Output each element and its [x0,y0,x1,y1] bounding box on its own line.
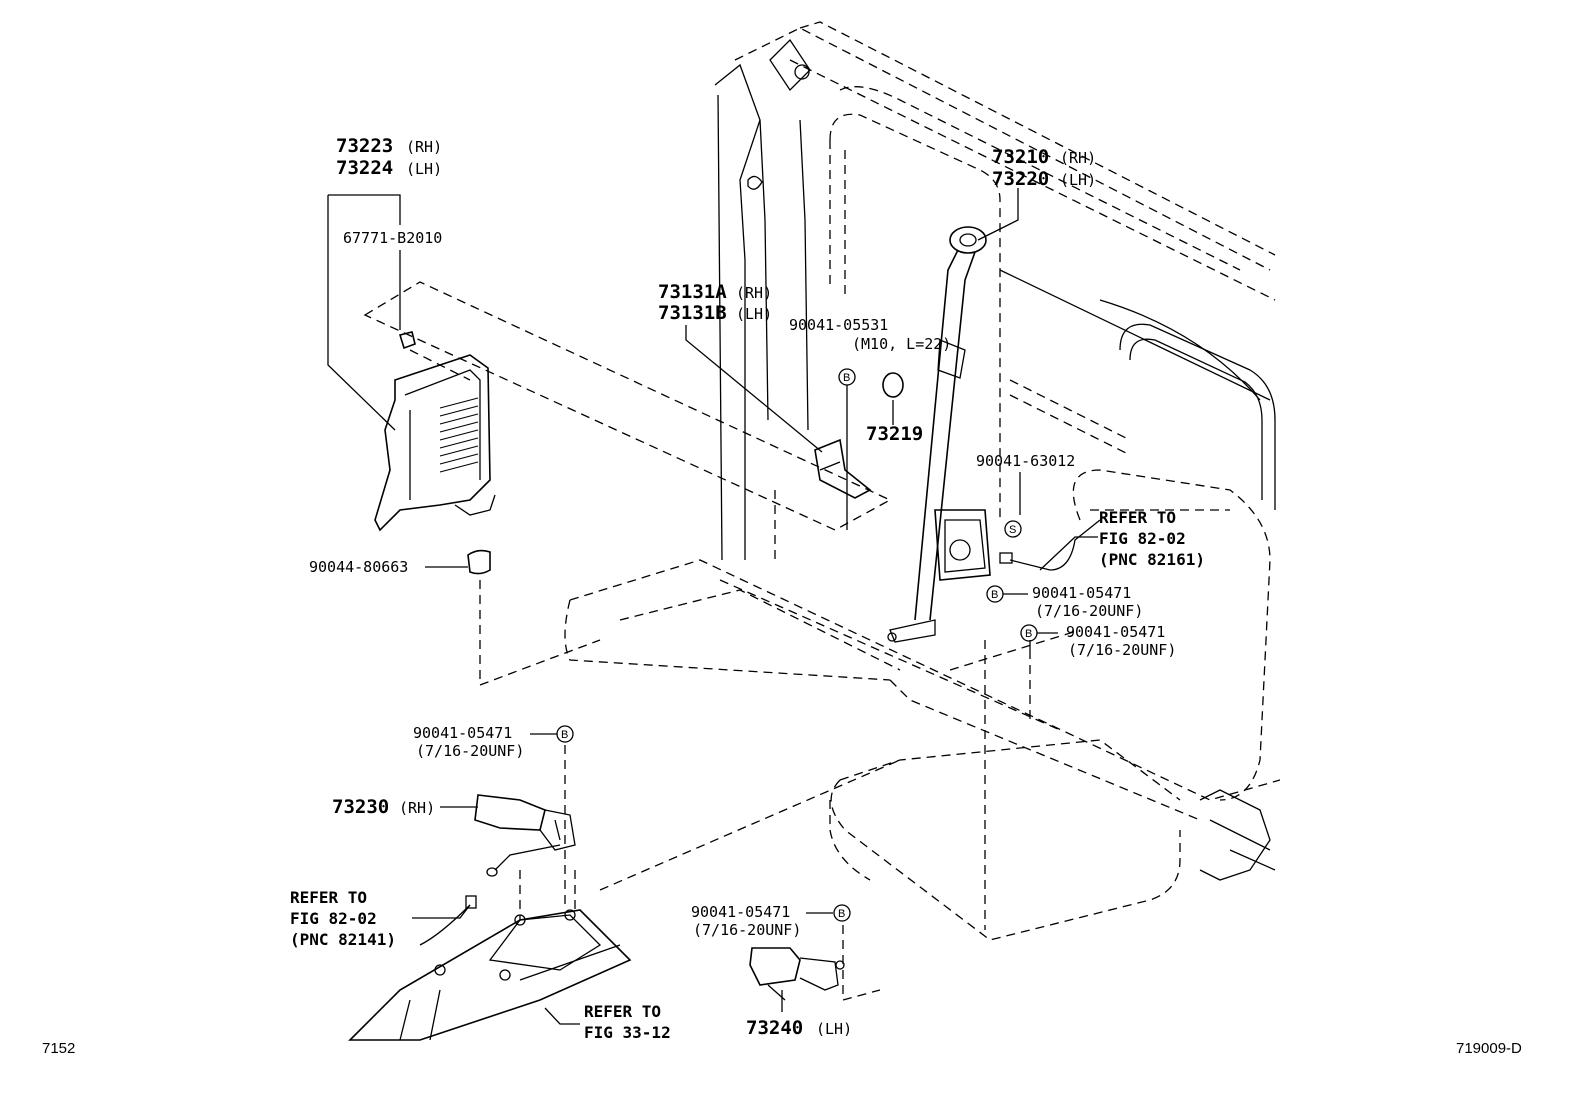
part-number: 73223 [336,135,393,157]
callout-ref-bottom: REFER TO FIG 33-12 [584,1002,671,1042]
bolt-mark-icon [556,725,574,743]
part-spec: (7/16-20UNF) [416,742,524,760]
ref-line-1: REFER TO [1099,508,1176,527]
part-number: 90041-05471 [1032,584,1131,602]
buckle-rh-assembly [348,745,632,1041]
anchor-cover-icon [882,372,904,398]
part-number: 73210 [992,146,1049,168]
callout-73210: 73210 (RH) [992,146,1096,168]
part-spec: (7/16-20UNF) [1068,641,1176,659]
callout-67771-b2010: 67771-B2010 [343,229,442,247]
callout-73230: 73230 (RH) [332,796,435,818]
part-number: 90041-05471 [1066,623,1165,641]
part-number: 73131B [658,302,727,324]
ref-line-1: REFER TO [584,1002,661,1021]
screw-mark: S [1009,524,1016,536]
part-spec: (7/16-20UNF) [693,921,801,939]
callout-73224: 73224 (LH) [336,157,442,179]
bolt-mark: B [843,372,850,384]
part-side: (RH) [399,799,435,817]
bolt-mark: B [1025,628,1032,640]
anchor-bracket [814,438,872,499]
callout-ref-right: REFER TO FIG 82-02 (PNC 82161) [1099,508,1205,569]
part-side: (RH) [406,138,442,156]
cab-body-outline [564,21,1281,941]
grommet-icon [467,549,491,575]
quarter-trim-panel [363,281,892,686]
part-side: (LH) [736,305,772,323]
bolt-mark: B [561,729,568,741]
part-number: 90041-05531 [789,316,888,334]
part-spec: (M10, L=22) [852,335,951,353]
part-number: 73230 [332,796,389,818]
bolt-mark: B [838,908,845,920]
callout-ref-left: REFER TO FIG 82-02 (PNC 82141) [290,888,396,949]
callout-73131b: 73131B (LH) [658,302,772,324]
callout-90041-63012: 90041-63012 S [976,452,1075,538]
bolt-mark: B [991,589,998,601]
callout-73219: 73219 [866,423,923,445]
ref-line-2: FIG 82-02 [290,909,377,928]
callout-90041-05471-c: 90041-05471 (7/16-20UNF) B [413,724,574,760]
screw-mark-icon [1004,520,1022,538]
buckle-lh-assembly [599,759,901,1001]
part-side: (LH) [816,1020,852,1038]
bolt-mark-icon [1020,624,1038,642]
page-code-right: 719009-D [1456,1040,1522,1057]
callout-90041-05471-a: B 90041-05471 (7/16-20UNF) [986,584,1143,620]
part-number: 73131A [658,281,727,303]
ref-line-3: (PNC 82161) [1099,550,1205,569]
part-side: (LH) [406,160,442,178]
part-side: (RH) [1060,149,1096,167]
bolt-mark-icon [833,904,851,922]
retractor-wire [1009,519,1101,571]
bolt-mark-icon [986,585,1004,603]
part-spec: (7/16-20UNF) [1035,602,1143,620]
part-side: (LH) [1060,171,1096,189]
callout-73240: 73240 (LH) [746,1017,852,1039]
callout-90041-05531: 90041-05531 (M10, L=22) B [789,316,951,386]
panel-vent-slats [439,397,479,473]
part-number: 73224 [336,157,393,179]
callout-73220: 73220 (LH) [992,168,1096,190]
part-side: (RH) [736,284,772,302]
ref-line-2: FIG 82-02 [1099,529,1186,548]
ref-line-1: REFER TO [290,888,367,907]
callout-90041-05471-d: 90041-05471 (7/16-20UNF) B [691,903,851,939]
part-number: 73240 [746,1017,803,1039]
part-number: 90041-05471 [413,724,512,742]
callout-90041-05471-b: B 90041-05471 (7/16-20UNF) [1020,623,1176,659]
callout-90044-80663: 90044-80663 [309,558,408,576]
ref-line-3: (PNC 82141) [290,930,396,949]
callout-73223: 73223 (RH) [336,135,442,157]
shoulder-belt-assembly [814,226,1101,643]
ref-line-2: FIG 33-12 [584,1023,671,1042]
callout-73131a: 73131A (RH) [658,281,772,303]
bolt-mark-icon [838,368,856,386]
part-number: 90041-63012 [976,452,1075,470]
part-number: 90041-05471 [691,903,790,921]
leader-lines [327,188,1098,1025]
part-number: 73220 [992,168,1049,190]
page-code-left: 7152 [42,1040,75,1057]
clip-icon [398,331,416,350]
